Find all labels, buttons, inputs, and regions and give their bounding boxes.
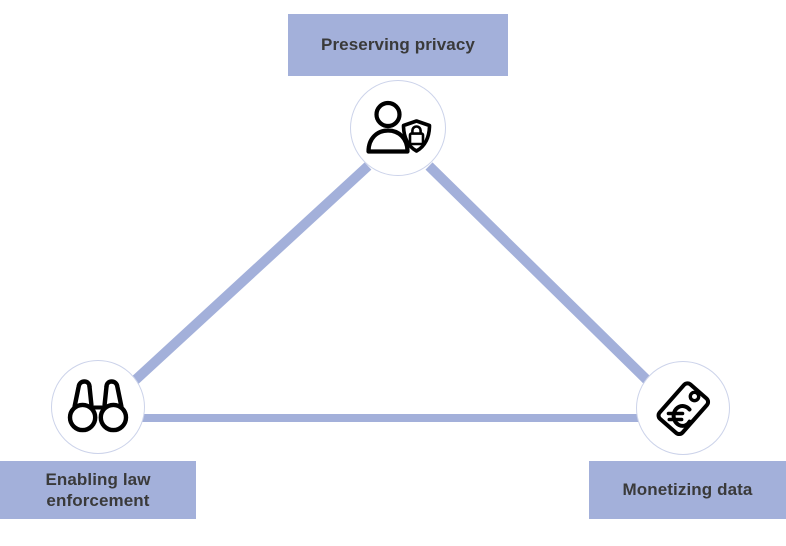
label-enabling-law-enforcement: Enabling law enforcement	[0, 461, 196, 519]
binoculars-icon	[67, 378, 129, 436]
label-text: Enabling law enforcement	[45, 469, 151, 510]
node-enabling-law-enforcement[interactable]	[51, 360, 145, 454]
node-preserving-privacy[interactable]	[350, 80, 446, 176]
label-monetizing-data: Monetizing data	[589, 461, 786, 519]
node-monetizing-data[interactable]	[636, 361, 730, 455]
edge-privacy-monetizing	[425, 162, 655, 388]
price-tag-euro-icon	[651, 378, 715, 438]
label-preserving-privacy: Preserving privacy	[288, 14, 508, 76]
label-text: Preserving privacy	[321, 35, 475, 55]
edge-privacy-enforcement	[127, 162, 372, 388]
label-text: Monetizing data	[622, 480, 753, 500]
person-shield-lock-icon	[364, 99, 432, 157]
